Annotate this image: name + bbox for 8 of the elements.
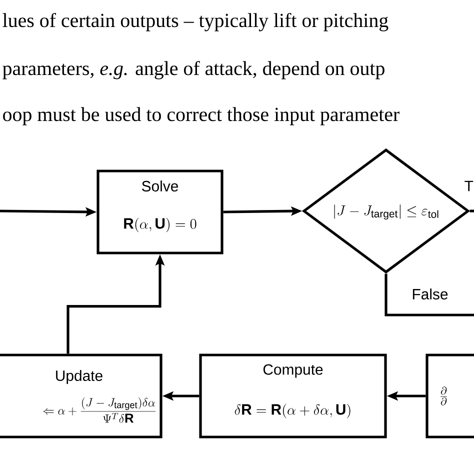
text-line: lues of certain outputs – typically lift or pitching (2, 12, 388, 32)
process-box: Compute $\delta\mathbf{R} = \mathbf{R}(\alpha + \delta\alpha, \mathbf{U})$ (199, 354, 387, 438)
process-box: $\frac{\partial}{\partial}$ (426, 354, 474, 438)
text-line: parameters, e.g. angle of attack, depend on outp (2, 60, 384, 80)
process-box: Update $\Leftarrow \alpha + \frac{(J - J_{\mathrm{target}})\delta\alpha}{\Psi^{T}\delta\mathbf{R}}$ (0, 354, 162, 438)
text-line: oop must be used to correct those input parameter (3, 107, 400, 126)
edge-label: False (410, 288, 450, 300)
process-box: Solve $\mathbf{R}(\alpha, \mathbf{U}) = 0$ (96, 170, 224, 254)
